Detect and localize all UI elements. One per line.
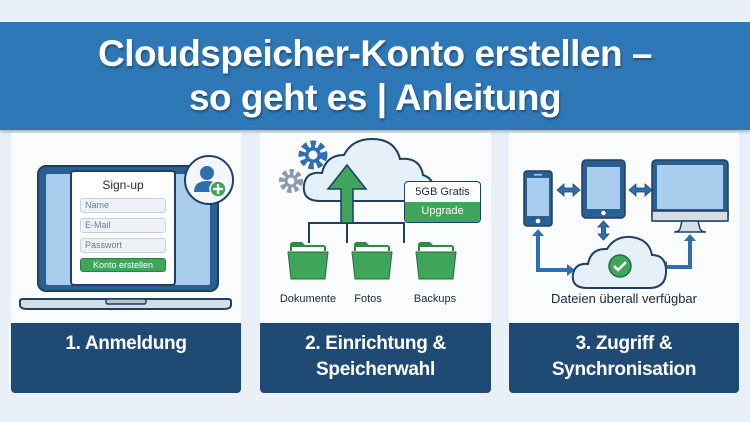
form-title: Sign-up [102,178,144,192]
bidirectional-arrow-icon [556,183,653,241]
create-account-button[interactable]: Konto erstellen [80,258,166,272]
folder-label-documents: Dokumente [279,293,337,305]
password-field[interactable]: Passwort [80,238,166,253]
smartphone-icon [523,170,553,227]
step-2-label: 2. Einrichtung & Speicherwahl [260,323,491,393]
folder-icon [415,242,457,280]
gear-icon [279,169,303,193]
step-3-subtitle: Synchronisation [551,359,697,380]
signup-form: Sign-up Name E-Mail Passwort Konto erste… [70,170,176,286]
step-1-label: 1. Anmeldung [11,323,241,393]
step-3-title: 3. Zugriff & [575,333,673,354]
folder-label-backups: Backups [413,293,457,305]
step-2-subtitle: Speicherwahl [316,359,435,380]
folder-icon [287,242,329,280]
title-line-1: Cloudspeicher-Konto erstellen – [98,33,653,74]
step-1-panel: Sign-up Name E-Mail Passwort Konto erste… [11,133,241,323]
storage-plan-badge: 5GB Gratis Upgrade [404,181,481,223]
checkmark-icon [608,254,632,278]
folder-label-photos: Fotos [354,293,382,305]
title-banner: Cloudspeicher-Konto erstellen – so geht … [0,22,750,130]
tablet-icon [581,159,626,219]
sync-caption: Dateien überall verfügbar [551,291,697,306]
free-plan-label: 5GB Gratis [415,186,470,198]
step-2-panel: 5GB Gratis Upgrade Dokumente Fotos Backu… [260,133,491,323]
title-line-2: so geht es | Anleitung [188,77,562,118]
step-3-label: 3. Zugriff & Synchronisation [509,323,739,393]
folder-icon [351,242,393,280]
desktop-monitor-icon [651,159,729,233]
sync-illustration [523,159,729,289]
gear-icon [298,140,328,170]
upgrade-button[interactable]: Upgrade [405,202,480,222]
step-2-title: 2. Einrichtung & [305,333,446,354]
step-1-title: 1. Anmeldung [65,333,187,354]
add-user-icon [184,155,234,205]
name-field[interactable]: Name [80,198,166,213]
email-field[interactable]: E-Mail [80,218,166,233]
step-3-panel: Dateien überall verfügbar [509,133,739,323]
upload-arrow-icon [326,163,368,224]
